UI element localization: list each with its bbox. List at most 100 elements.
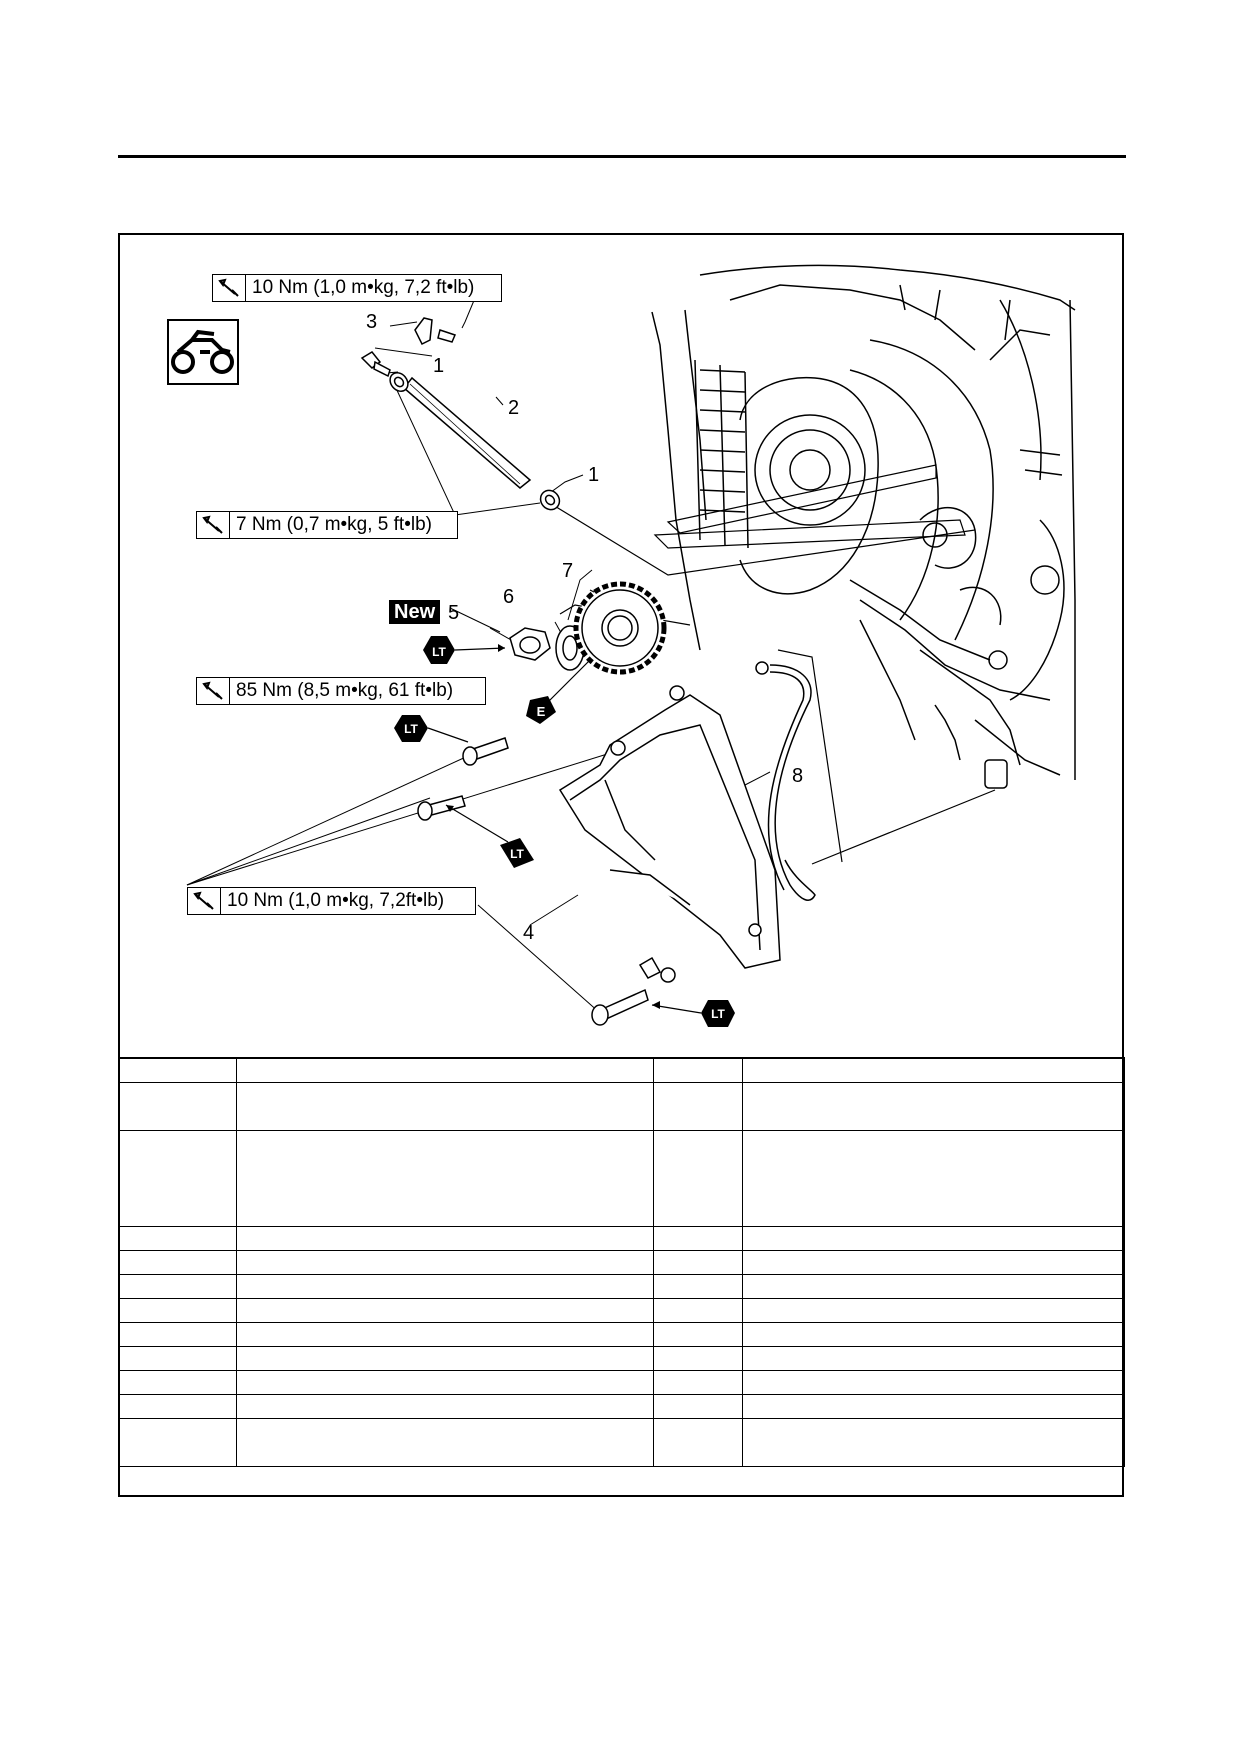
cover-bolts xyxy=(417,737,676,1026)
table-cell xyxy=(653,1417,743,1467)
table-cell xyxy=(118,1345,237,1371)
callout-3: 3 xyxy=(366,311,378,333)
e-text-sprocket: E xyxy=(537,704,546,719)
table-cell xyxy=(236,1369,654,1395)
lt-badge-long-bolt xyxy=(651,1000,735,1027)
lt-text-upper-bolt: LT xyxy=(404,722,418,736)
lt-text-lower-bolt: LT xyxy=(510,847,524,861)
torque-spec-rod: 7 Nm (0,7 m•kg, 5 ft•lb) xyxy=(196,511,458,539)
table-cell xyxy=(236,1321,654,1347)
cover-gasket xyxy=(755,661,816,901)
table-cell xyxy=(118,1417,237,1467)
exploded-diagram: LT LT LT LT E xyxy=(167,264,1076,1027)
torque-spec-top-text: 10 Nm (1,0 m•kg, 7,2 ft•lb) xyxy=(252,277,475,298)
table-cell xyxy=(236,1057,654,1083)
table-cell xyxy=(653,1249,743,1275)
lt-badge-upper-bolt xyxy=(394,715,469,743)
table-cell xyxy=(742,1393,1125,1419)
lt-badge-lower-bolt xyxy=(445,804,534,868)
table-cell xyxy=(118,1321,237,1347)
table-cell xyxy=(118,1225,237,1251)
table-row xyxy=(118,1129,1125,1227)
torque-spec-top: 10 Nm (1,0 m•kg, 7,2 ft•lb) xyxy=(212,274,502,302)
table-row xyxy=(118,1345,1125,1371)
table-row xyxy=(118,1225,1125,1251)
motorcycle-icon xyxy=(167,319,239,385)
table-cell xyxy=(118,1273,237,1299)
table-cell xyxy=(653,1057,743,1083)
table-cell xyxy=(118,1057,237,1083)
table-cell xyxy=(653,1369,743,1395)
table-row xyxy=(118,1249,1125,1275)
table-cell xyxy=(118,1369,237,1395)
sprocket-cover xyxy=(558,685,781,969)
table-row xyxy=(118,1393,1125,1419)
table-cell xyxy=(118,1249,237,1275)
table-cell xyxy=(742,1129,1125,1227)
table-cell xyxy=(653,1297,743,1323)
callout-6: 6 xyxy=(503,586,515,608)
table-cell xyxy=(118,1393,237,1419)
table-cell xyxy=(742,1369,1125,1395)
lt-badge-nut xyxy=(423,636,506,664)
table-cell xyxy=(118,1129,237,1227)
sprocket-nut xyxy=(509,627,551,661)
table-cell xyxy=(236,1249,654,1275)
table-cell xyxy=(236,1273,654,1299)
table-cell xyxy=(236,1297,654,1323)
table-cell xyxy=(236,1393,654,1419)
table-cell xyxy=(653,1081,743,1131)
torque-wrench-icon xyxy=(213,275,246,301)
table-cell xyxy=(653,1321,743,1347)
torque-spec-cover-text: 10 Nm (1,0 m•kg, 7,2ft•lb) xyxy=(227,890,445,911)
table-cell xyxy=(236,1081,654,1131)
reference-lines xyxy=(552,464,996,865)
table-cell xyxy=(742,1417,1125,1467)
table-row xyxy=(118,1321,1125,1347)
callout-4: 4 xyxy=(523,922,535,944)
torque-wrench-icon xyxy=(188,888,221,914)
table-row xyxy=(118,1297,1125,1323)
table-cell xyxy=(742,1321,1125,1347)
table-row xyxy=(118,1081,1125,1131)
lt-text-nut: LT xyxy=(432,645,446,659)
table-cell xyxy=(236,1129,654,1227)
torque-wrench-icon xyxy=(197,512,230,538)
callout-7: 7 xyxy=(562,560,574,582)
torque-wrench-icon xyxy=(197,678,230,704)
table-cell xyxy=(653,1345,743,1371)
lt-text-long-bolt: LT xyxy=(711,1007,725,1021)
table-row xyxy=(118,1369,1125,1395)
table-cell xyxy=(742,1345,1125,1371)
callout-1-bottom: 1 xyxy=(588,464,600,486)
callout-5: 5 xyxy=(448,602,460,624)
shift-rod xyxy=(389,372,561,511)
table-cell xyxy=(742,1225,1125,1251)
table-cell xyxy=(118,1297,237,1323)
torque-spec-nut: 85 Nm (8,5 m•kg, 61 ft•lb) xyxy=(196,677,486,705)
table-cell xyxy=(742,1081,1125,1131)
table-cell xyxy=(653,1393,743,1419)
torque-spec-nut-text: 85 Nm (8,5 m•kg, 61 ft•lb) xyxy=(236,680,454,701)
engine-outline xyxy=(651,264,1076,789)
torque-spec-rod-text: 7 Nm (0,7 m•kg, 5 ft•lb) xyxy=(236,514,432,535)
table-cell xyxy=(742,1057,1125,1083)
header-rule xyxy=(118,155,1126,158)
e-badge-sprocket xyxy=(526,659,591,724)
table-cell xyxy=(653,1225,743,1251)
table-cell xyxy=(236,1225,654,1251)
callout-1-top: 1 xyxy=(433,355,445,377)
drive-sprocket xyxy=(573,581,667,675)
table-cell xyxy=(236,1417,654,1467)
table-cell xyxy=(742,1249,1125,1275)
top-clamp xyxy=(360,317,457,378)
table-row xyxy=(118,1417,1125,1467)
diagram-frame xyxy=(118,233,1124,1497)
table-cell xyxy=(742,1273,1125,1299)
table-cell xyxy=(118,1081,237,1131)
parts-table xyxy=(118,1057,1125,1467)
table-cell xyxy=(653,1273,743,1299)
table-cell xyxy=(236,1345,654,1371)
torque-spec-cover: 10 Nm (1,0 m•kg, 7,2ft•lb) xyxy=(187,887,476,915)
callout-8: 8 xyxy=(792,765,804,787)
